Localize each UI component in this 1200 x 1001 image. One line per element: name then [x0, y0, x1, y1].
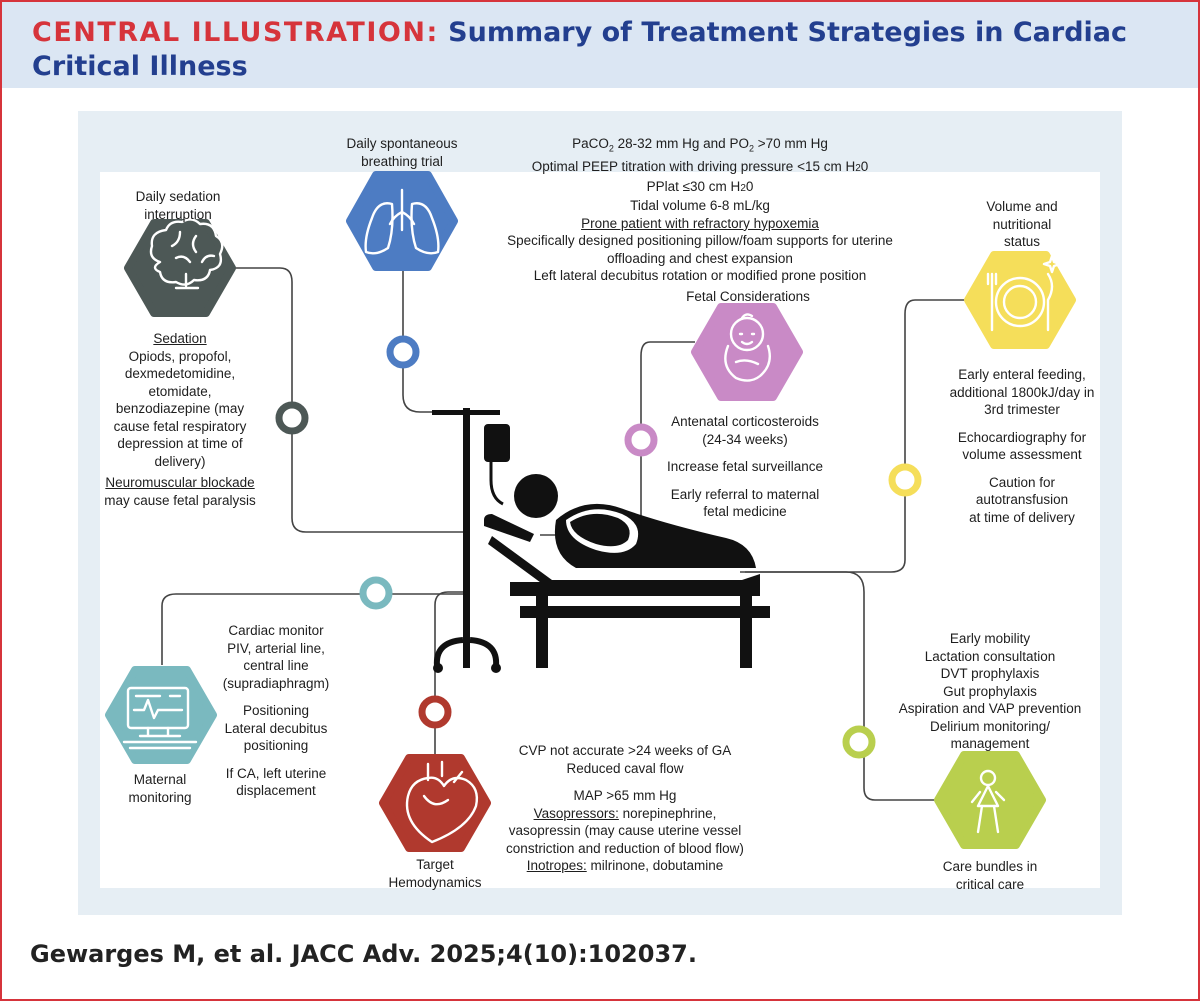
walking-person-icon [970, 769, 1006, 834]
breathing-heading: Daily spontaneous breathing trial [346, 136, 458, 169]
ring-fetal [624, 423, 658, 457]
fetal-heading: Fetal Considerations [686, 289, 810, 304]
hemodynamics-details: CVP not accurate >24 weeks of GA Reduced… [506, 743, 744, 873]
sedation-details: Sedation Opiods, propofol, dexmedetomidi… [100, 330, 260, 470]
sedation-subtitle: Sedation [153, 331, 207, 346]
ring-hemodynamics [418, 695, 452, 729]
nutrition-details: Early enteral feeding, additional 1800kJ… [949, 367, 1095, 525]
figure-title: CENTRAL ILLUSTRATION: Summary of Treatme… [32, 16, 1182, 84]
plate-fork-knife-icon [986, 254, 1062, 332]
hemodynamics-heading: Target Hemodynamics [388, 857, 482, 890]
monitoring-details: Cardiac monitor PIV, arterial line, cent… [222, 623, 330, 798]
ring-care [842, 725, 876, 759]
hexagons [105, 171, 1076, 852]
nmb-note: Neuromuscular blockade may cause fetal p… [92, 474, 268, 509]
nutrition-heading: Volume and nutritional status [986, 199, 1058, 249]
vasopressors-title: Vasopressors: [533, 805, 619, 821]
patient-bed-iv-icon [432, 408, 770, 673]
nmb-title: Neuromuscular blockade [105, 475, 255, 490]
heart-icon [405, 760, 479, 844]
fetal-details: Antenatal corticosteroids (24-34 weeks) … [666, 414, 824, 519]
header-bar: CENTRAL ILLUSTRATION: Summary of Treatme… [2, 2, 1198, 88]
prone-title: Prone patient with refractory hypoxemia [581, 215, 819, 231]
hex-care [934, 751, 1046, 849]
hex-nutrition [964, 251, 1076, 349]
hex-fetal [691, 303, 803, 401]
title-text: Summary of Treatment Strategies in Cardi… [32, 17, 1128, 82]
ring-breathing [386, 335, 420, 369]
monitor-icon [122, 686, 198, 750]
ventilation-notes: PaCO2 28-32 mm Hg and PO2 >70 mm Hg Opti… [480, 135, 920, 285]
hex-sedation [124, 219, 236, 317]
monitoring-heading: Maternal monitoring [128, 772, 192, 805]
care-heading: Care bundles in critical care [942, 859, 1038, 892]
ring-monitoring [359, 576, 393, 610]
lungs-icon [364, 188, 440, 255]
citation: Gewarges M, et al. JACC Adv. 2025;4(10):… [30, 940, 697, 968]
ring-sedation [275, 401, 309, 435]
care-details: Early mobility Lactation consultation DV… [898, 631, 1082, 751]
brain-icon [149, 218, 224, 290]
hex-monitoring [105, 666, 217, 764]
baby-icon [724, 313, 771, 382]
inotropes-title: Inotropes: [526, 858, 587, 873]
title-lead: CENTRAL ILLUSTRATION: [32, 17, 439, 48]
sedation-heading: Daily sedation interruption [135, 189, 221, 222]
ring-nutrition [888, 463, 922, 497]
